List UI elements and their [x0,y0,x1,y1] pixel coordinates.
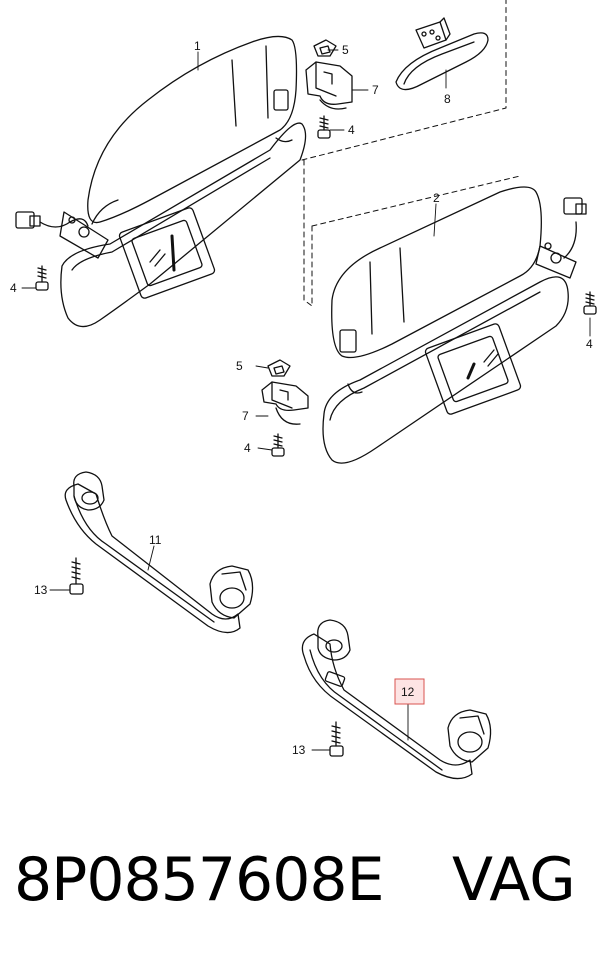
screw-right [583,291,597,315]
bracket-mid [261,381,309,425]
callout-screw-handle-upper: 13 [34,583,48,597]
callout-screw-left: 4 [10,281,17,295]
screw-handle-lower [329,721,344,757]
part-number: 8P0857608E [14,845,384,915]
clip-mid [267,359,291,377]
callout-bracket-mid: 7 [242,409,249,423]
callout-screw-handle-lower: 13 [292,743,306,757]
sun-visor-right [322,186,569,464]
callout-bracket-top: 7 [372,83,379,97]
callout-clip-mid: 5 [236,359,243,373]
grab-handle-lower [301,619,492,780]
leader-lines [21,49,591,751]
screw-top [317,115,331,139]
grab-handle-upper [64,471,254,634]
screw-handle-upper [69,557,84,595]
callout-grab-handle-upper: 11 [149,533,162,547]
callout-mirror: 8 [444,92,451,106]
callout-labels: 1 2 5 7 4 8 4 4 5 7 4 11 13 12 13 [10,39,593,757]
bracket-top [305,61,353,110]
brand-name: VAG [452,845,576,915]
screw-left [35,265,49,291]
callout-screw-top: 4 [348,123,355,137]
wire-connector-right [535,197,587,279]
callout-sun-visor-left: 1 [194,39,201,53]
callout-screw-mid: 4 [244,441,251,455]
callout-screw-right: 4 [586,337,593,351]
wire-connector-left [15,199,119,259]
callout-grab-handle-lower: 12 [401,685,415,699]
rearview-mirror [395,17,489,91]
sun-visor-left [60,35,307,328]
callout-clip-top: 5 [342,43,349,57]
highlight-box [394,678,425,705]
screw-mid [271,433,285,457]
clip-top [313,39,337,57]
callout-sun-visor-right: 2 [433,191,440,205]
